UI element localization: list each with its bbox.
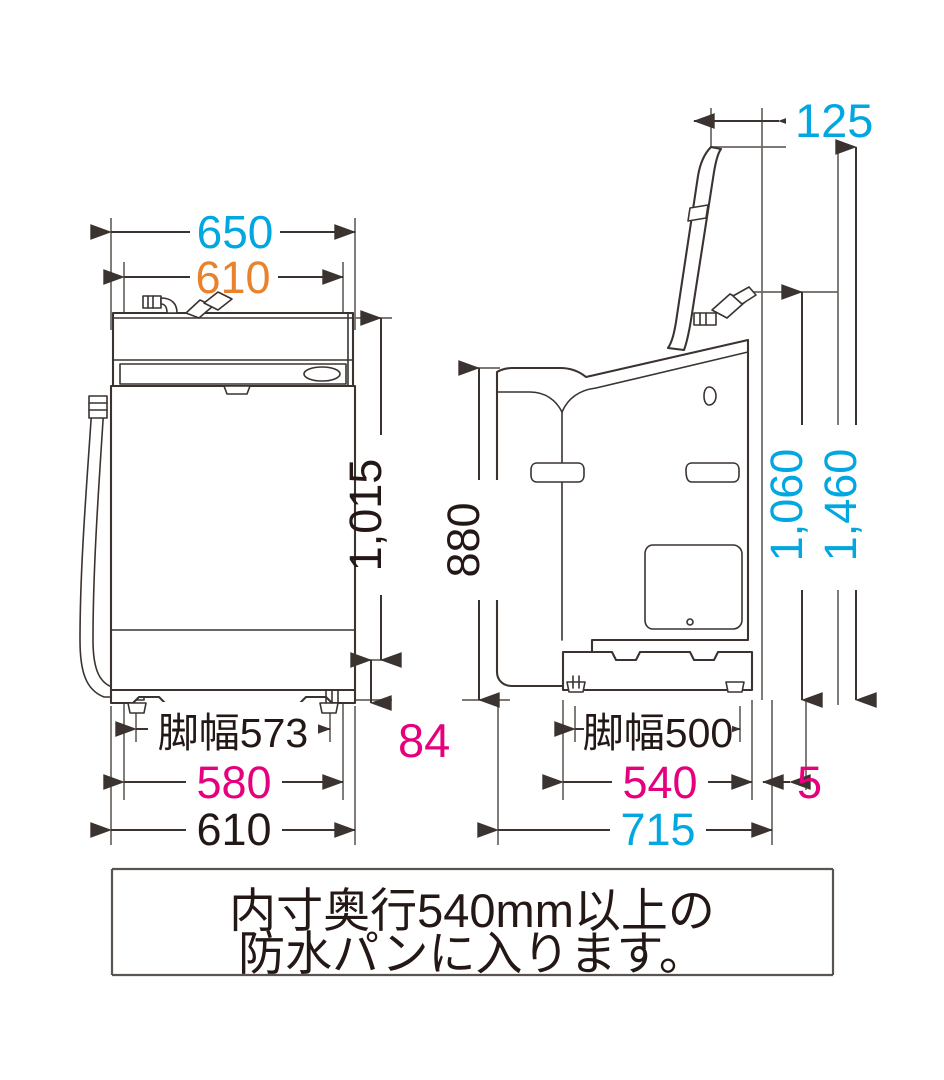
- dimension-label-125: 125: [795, 94, 873, 147]
- leg-left: [127, 702, 147, 714]
- dimension-ashihaba-500: 脚幅500: [554, 702, 741, 756]
- dimension-1015: 1,015: [340, 310, 406, 668]
- dimension-label-ashihaba-573: 脚幅573: [158, 710, 308, 756]
- lid-handle: [687, 204, 709, 222]
- side-view-group: 125: [438, 88, 888, 856]
- caption-line-1: 内寸奥行540mm以上の: [229, 884, 715, 937]
- side-base-legs: [561, 650, 754, 693]
- service-panel-screw: [686, 618, 694, 626]
- caption-box: 内寸奥行540mm以上の 防水パンに入ります。: [110, 867, 835, 980]
- dimension-610-bottom: 610: [90, 802, 356, 856]
- open-lid: [666, 145, 723, 352]
- dimension-715: 715: [477, 802, 773, 856]
- dimension-label-1015: 1,015: [340, 459, 391, 572]
- water-inlet-fittings: [142, 291, 233, 319]
- dimension-label-1460: 1,460: [815, 449, 866, 562]
- front-view-group: 650 610: [79, 205, 450, 856]
- dimension-label-540: 540: [622, 757, 697, 808]
- dimension-label-650: 650: [197, 206, 274, 258]
- dimension-label-ashihaba-500: 脚幅500: [583, 710, 733, 756]
- dimension-125: 125: [693, 88, 888, 148]
- lid-latch: [223, 385, 251, 395]
- dimension-540: 540: [542, 754, 753, 808]
- service-panel: [644, 544, 743, 630]
- caption-line-2: 防水パンに入ります。: [238, 927, 706, 980]
- dimension-610-top: 610: [103, 250, 344, 303]
- dimension-label-84: 84: [398, 714, 450, 767]
- front-cabinet: [109, 384, 357, 692]
- dimension-label-715: 715: [620, 804, 695, 855]
- dimension-84: 84: [350, 652, 450, 767]
- dimension-label-580: 580: [196, 757, 271, 808]
- side-view-machine-outline: [495, 145, 757, 693]
- side-handle-rear: [685, 462, 740, 483]
- dimension-880: 880: [438, 360, 504, 708]
- dimension-ashihaba-573: 脚幅573: [115, 702, 331, 756]
- dimension-label-880: 880: [438, 502, 489, 577]
- dimension-label-610-bottom: 610: [196, 804, 271, 855]
- side-small-port: [703, 386, 717, 406]
- dimension-label-1060: 1,060: [761, 449, 812, 562]
- side-water-inlet: [693, 286, 757, 326]
- side-leg-left: [566, 681, 586, 693]
- dimension-1060: 1,060: [761, 284, 827, 708]
- side-leg-right: [725, 681, 745, 693]
- leg-right: [319, 702, 339, 714]
- side-handle-front: [530, 462, 585, 483]
- dimension-5: 5: [762, 757, 822, 808]
- dimension-580: 580: [103, 754, 344, 808]
- dimension-label-5: 5: [797, 757, 822, 808]
- front-view-machine-outline: [79, 291, 357, 714]
- dimension-1460: 1,460: [815, 139, 881, 708]
- lid-handle-recess: [303, 366, 341, 382]
- dimension-label-610-top: 610: [195, 252, 270, 303]
